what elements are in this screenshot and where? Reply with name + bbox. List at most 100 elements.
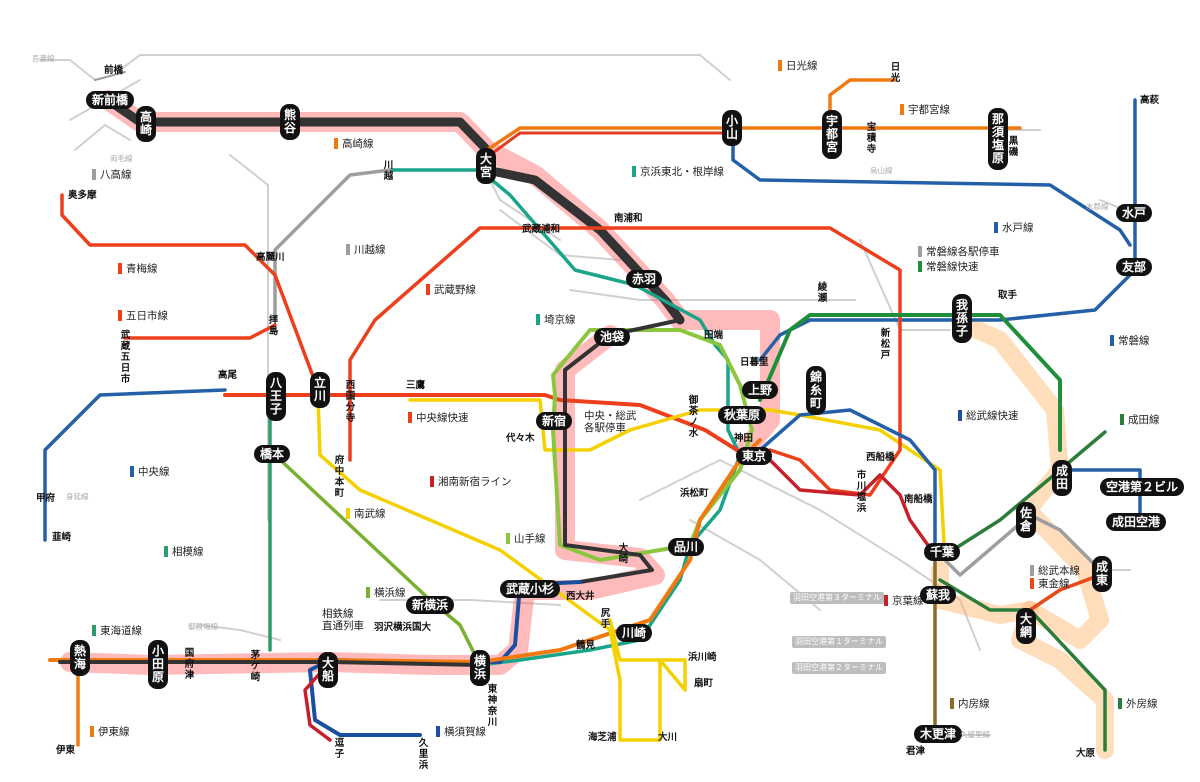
station-haijima[interactable]: 拝島: [268, 315, 279, 337]
station-nishioi[interactable]: 西大井: [566, 591, 595, 602]
station-umishibaura[interactable]: 海芝浦: [588, 732, 617, 743]
station-shinyokohama[interactable]: 新横浜: [406, 596, 455, 614]
station-minamiurawa[interactable]: 南浦和: [614, 213, 643, 224]
station-nikko[interactable]: 日光: [890, 62, 901, 84]
station-nirasaki[interactable]: 韮崎: [52, 532, 72, 543]
station-hachioji[interactable]: 八王子: [266, 372, 286, 421]
station-kawagoe[interactable]: 川越: [383, 160, 394, 182]
label-tokaido-line: 東海道線: [92, 625, 142, 638]
station-ikebukuro[interactable]: 池袋: [594, 328, 631, 346]
label-karasuyama: 烏山線: [870, 166, 893, 175]
station-nasushiobara[interactable]: 那須塩原: [988, 108, 1008, 170]
line-mito: [731, 126, 1132, 247]
station-takao[interactable]: 高尾: [218, 370, 238, 381]
station-takasaki[interactable]: 高崎: [136, 106, 156, 142]
station-mitaka[interactable]: 三鷹: [406, 380, 426, 391]
station-akihabara[interactable]: 秋葉原: [718, 406, 767, 424]
station-chigasaki[interactable]: 茅ケ崎: [250, 650, 261, 683]
station-tachikawa[interactable]: 立川: [310, 372, 330, 408]
station-okutama[interactable]: 奥多摩: [68, 190, 97, 201]
station-nishifunabashi[interactable]: 西船橋: [866, 452, 895, 463]
station-komagawa[interactable]: 高麗川: [256, 252, 285, 263]
line-tokaido: [48, 438, 762, 664]
station-musashikosugi[interactable]: 武蔵小杉: [500, 580, 561, 598]
station-yoyogi[interactable]: 代々木: [506, 433, 535, 444]
station-toride[interactable]: 取手: [998, 290, 1018, 301]
station-tomobe[interactable]: 友部: [1116, 258, 1153, 276]
line-utsunomiya: [485, 126, 1022, 152]
station-kurihama[interactable]: 久里浜: [418, 738, 429, 771]
station-akabane[interactable]: 赤羽: [626, 270, 663, 288]
station-okawa[interactable]: 大川: [658, 732, 678, 743]
station-takahagi[interactable]: 高萩: [1140, 95, 1160, 106]
station-musashiurawa[interactable]: 武蔵浦和: [522, 224, 561, 235]
station-ofuna[interactable]: 大船: [318, 652, 338, 688]
station-kofu[interactable]: 甲府: [36, 493, 56, 504]
station-ohara[interactable]: 大原: [1076, 748, 1096, 759]
station-narita-airport[interactable]: 成田空港: [1106, 513, 1167, 531]
station-zushi[interactable]: 逗子: [334, 738, 345, 760]
station-shinagawa[interactable]: 品川: [668, 538, 705, 556]
station-higashikanagawa[interactable]: 東神奈川: [487, 684, 498, 728]
station-ito[interactable]: 伊東: [56, 745, 76, 756]
station-kumagaya[interactable]: 熊谷: [280, 104, 300, 140]
station-sakura[interactable]: 佐倉: [1016, 502, 1036, 538]
station-yokohama[interactable]: 横浜: [470, 650, 490, 686]
station-soga[interactable]: 蘇我: [920, 586, 957, 604]
label-itsukaichi-line: 五日市線: [118, 310, 168, 323]
station-hamakawasaki[interactable]: 浜川崎: [688, 652, 717, 663]
station-ochanomizu[interactable]: 御茶ノ水: [688, 395, 699, 439]
station-atami[interactable]: 熱海: [70, 640, 90, 676]
station-ogimachi[interactable]: 扇町: [694, 678, 714, 689]
background-lines: [39, 54, 1131, 736]
station-hoshakuji[interactable]: 宝積寺: [866, 122, 877, 155]
station-kanda[interactable]: 神田: [734, 433, 754, 444]
station-shinmaebashi[interactable]: 新前橋: [86, 91, 135, 109]
station-musashiitsukaichi[interactable]: 武蔵五日市: [120, 330, 131, 385]
station-odawara[interactable]: 小田原: [148, 640, 168, 689]
station-chiba[interactable]: 千葉: [924, 543, 961, 561]
station-naruto[interactable]: 成東: [1092, 556, 1112, 592]
station-kawasaki[interactable]: 川崎: [616, 624, 653, 642]
label-yokohama-line: 横浜線: [366, 587, 406, 600]
station-ichikawashiohama[interactable]: 市川塩浜: [856, 470, 867, 514]
station-hamamatsucho[interactable]: 浜松町: [680, 488, 709, 499]
station-osaki[interactable]: 大崎: [618, 543, 629, 565]
station-ueno[interactable]: 上野: [742, 381, 779, 399]
station-maebashi[interactable]: 前橋: [104, 65, 124, 76]
label-joban-line: 常磐線: [1110, 335, 1150, 348]
station-kozu[interactable]: 国府津: [184, 648, 195, 681]
station-tabata[interactable]: 田端: [704, 330, 724, 341]
station-kuroiso[interactable]: 黒磯: [1008, 136, 1019, 158]
station-shinmatsudo[interactable]: 新松戸: [880, 328, 891, 361]
station-narita[interactable]: 成田: [1052, 460, 1072, 496]
station-minamifunabashi[interactable]: 南船橋: [904, 494, 933, 505]
station-nippori[interactable]: 日暮里: [740, 357, 769, 368]
station-tsurumi[interactable]: 鶴見: [576, 640, 596, 651]
station-kokubunji[interactable]: 西国分寺: [345, 380, 356, 424]
station-mito[interactable]: 水戸: [1116, 204, 1153, 222]
station-omiya[interactable]: 大宮: [476, 148, 496, 184]
station-kisarazu[interactable]: 木更津: [914, 725, 963, 743]
station-utsunomiya[interactable]: 宇都宮: [822, 110, 842, 159]
station-oami[interactable]: 大網: [1016, 608, 1036, 644]
station-ayase[interactable]: 綾瀬: [817, 282, 828, 304]
station-hazawa[interactable]: 羽沢横浜国大: [374, 622, 432, 633]
station-shiriteji[interactable]: 尻手: [600, 608, 611, 630]
station-fuchuhommachi[interactable]: 府中本町: [334, 455, 345, 499]
station-kimitsu[interactable]: 君津: [906, 746, 926, 757]
label-chuo-sobu: 中央・総武 各駅停車: [584, 410, 637, 434]
station-shinjuku[interactable]: 新宿: [536, 412, 573, 430]
line-nambu: [316, 393, 612, 632]
label-chuo-rapid: 中央線快速: [408, 412, 469, 425]
station-tokyo[interactable]: 東京: [736, 447, 773, 465]
station-oyama[interactable]: 小山: [722, 110, 742, 146]
station-kinshicho[interactable]: 錦糸町: [806, 366, 826, 415]
station-hashimoto[interactable]: 橋本: [254, 445, 291, 463]
label-shonan-line: 湘南新宿ライン: [430, 476, 512, 489]
station-abiko[interactable]: 我孫子: [952, 294, 972, 343]
station-airport-t2[interactable]: 空港第２ビル: [1100, 478, 1185, 496]
line-chuo-rapid: [223, 393, 747, 457]
label-utsunomiya-line: 宇都宮線: [900, 104, 950, 117]
